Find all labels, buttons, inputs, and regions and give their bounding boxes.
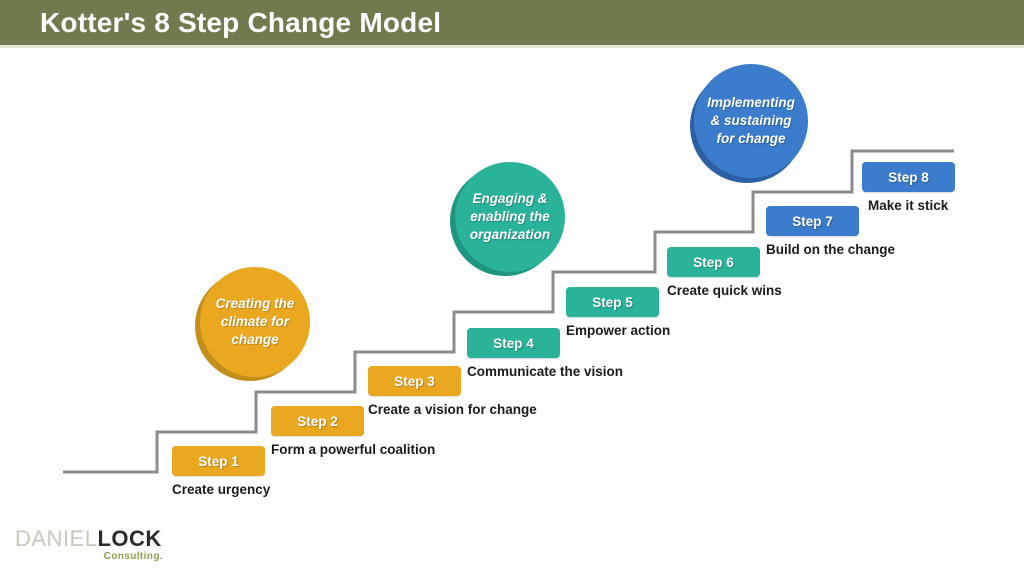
logo-name-light: DANIEL: [15, 526, 98, 551]
step-3-label: Create a vision for change: [368, 402, 537, 417]
phase-circle-engaging-label: Engaging & enabling the organization: [469, 191, 551, 242]
step-7-badge: Step 7: [766, 206, 859, 236]
step-2: Step 2 Form a powerful coalition: [271, 406, 435, 457]
logo-name-bold: LOCK: [97, 526, 162, 551]
step-2-label: Form a powerful coalition: [271, 442, 436, 457]
logo-tagline: Consulting.: [103, 551, 163, 562]
logo-name: DANIELLOCK: [15, 528, 163, 550]
step-6: Step 6 Create quick wins: [667, 247, 782, 298]
header-bar: Kotter's 8 Step Change Model: [0, 0, 1024, 48]
step-1: Step 1 Create urgency: [172, 446, 270, 497]
step-4-badge: Step 4: [467, 328, 560, 358]
phase-circle-implementing: Implementing & sustaining for change: [694, 64, 808, 178]
step-7-label: Build on the change: [766, 242, 896, 257]
step-6-badge: Step 6: [667, 247, 760, 277]
step-5-label: Empower action: [566, 323, 671, 338]
phase-circle-climate-label: Creating the climate for change: [215, 296, 295, 347]
phase-circle-climate: Creating the climate for change: [200, 267, 310, 377]
step-7: Step 7 Build on the change: [766, 206, 895, 257]
step-1-badge: Step 1: [172, 446, 265, 476]
step-6-label: Create quick wins: [667, 283, 782, 298]
step-8: Step 8 Make it stick: [862, 162, 955, 213]
step-5: Step 5 Empower action: [566, 287, 670, 338]
slide-title: Kotter's 8 Step Change Model: [40, 6, 442, 38]
step-1-label: Create urgency: [172, 482, 271, 497]
logo: DANIELLOCK Consulting.: [15, 528, 163, 563]
phase-circle-engaging: Engaging & enabling the organization: [455, 162, 565, 272]
phase-circle-implementing-label: Implementing & sustaining for change: [707, 95, 795, 146]
step-8-badge: Step 8: [862, 162, 955, 192]
step-4-label: Communicate the vision: [467, 364, 624, 379]
step-3-badge: Step 3: [368, 366, 461, 396]
step-5-badge: Step 5: [566, 287, 659, 317]
step-2-badge: Step 2: [271, 406, 364, 436]
step-3: Step 3 Create a vision for change: [368, 366, 537, 417]
step-4: Step 4 Communicate the vision: [467, 328, 623, 379]
step-8-label: Make it stick: [868, 198, 949, 213]
